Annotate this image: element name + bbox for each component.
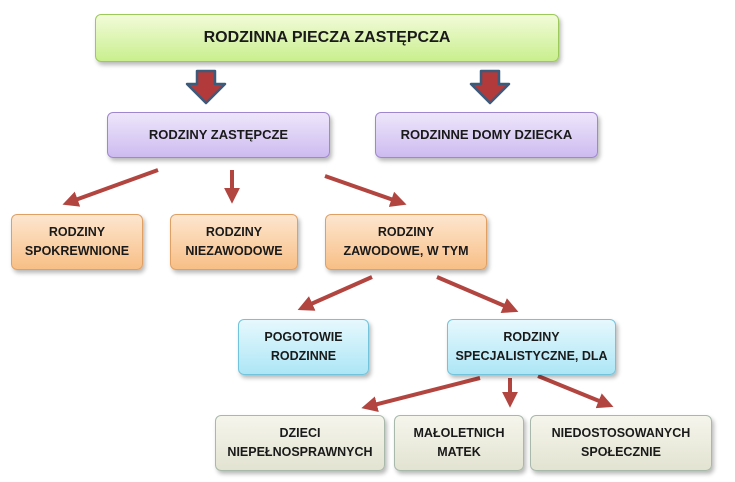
arrow-to-zawodowe xyxy=(324,174,407,207)
niedostosowanych-box: NIEDOSTOSOWANYCH SPOŁECZNIE xyxy=(530,415,712,471)
pogotowie-line2: RODZINNE xyxy=(270,349,337,363)
arrow-to-specjalistyczne xyxy=(436,275,519,313)
block-arrow-right xyxy=(469,69,511,105)
spokrewnione-line2: SPOKREWNIONE xyxy=(24,244,130,258)
spokrewnione-line1: RODZINY xyxy=(48,224,106,239)
maloletnich-box: MAŁOLETNICH MATEK xyxy=(394,415,524,471)
rodziny-zastepcze-label: RODZINY ZASTĘPCZE xyxy=(148,126,289,142)
pogotowie-line1: POGOTOWIE xyxy=(264,329,343,344)
arrow-to-niepelnosprawnych xyxy=(361,376,481,412)
maloletnich-line1: MAŁOLETNICH xyxy=(413,425,505,440)
niedostosowanych-line1: NIEDOSTOSOWANYCH xyxy=(551,425,691,440)
niepelnosprawnych-line1: DZIECI xyxy=(279,425,321,440)
specjalistyczne-line1: RODZINY xyxy=(503,329,560,344)
root-box: RODZINNA PIECZA ZASTĘPCZA xyxy=(95,14,559,62)
niezawodowe-line1: RODZINY xyxy=(205,224,263,239)
arrow-to-niedostosowanych xyxy=(537,374,614,409)
maloletnich-line2: MATEK xyxy=(437,445,481,459)
specjalistyczne-box: RODZINY SPECJALISTYCZNE, DLA xyxy=(447,319,616,375)
arrow-to-spokrewnione xyxy=(62,168,159,207)
niedostosowanych-line2: SPOŁECZNIE xyxy=(581,445,661,459)
rodzinne-domy-dziecka-label: RODZINNE DOMY DZIECKA xyxy=(400,126,573,142)
niezawodowe-line2: NIEZAWODOWE xyxy=(185,244,283,258)
niepelnosprawnych-line2: NIEPEŁNOSPRAWNYCH xyxy=(227,445,373,459)
arrow-to-pogotowie xyxy=(297,275,373,311)
specjalistyczne-line2: SPECJALISTYCZNE, DLA xyxy=(455,349,608,363)
block-arrow-left xyxy=(185,69,227,105)
niepelnosprawnych-box: DZIECI NIEPEŁNOSPRAWNYCH xyxy=(215,415,385,471)
zawodowe-line1: RODZINY xyxy=(377,224,435,239)
niezawodowe-box: RODZINY NIEZAWODOWE xyxy=(170,214,298,270)
zawodowe-line2: ZAWODOWE, W TYM xyxy=(343,244,469,258)
pogotowie-rodzinne-box: POGOTOWIE RODZINNE xyxy=(238,319,369,375)
spokrewnione-box: RODZINY SPOKREWNIONE xyxy=(11,214,143,270)
rodziny-zastepcze-box: RODZINY ZASTĘPCZE xyxy=(107,112,330,158)
rodzinne-domy-dziecka-box: RODZINNE DOMY DZIECKA xyxy=(375,112,598,158)
root-title: RODZINNA PIECZA ZASTĘPCZA xyxy=(203,28,451,46)
zawodowe-box: RODZINY ZAWODOWE, W TYM xyxy=(325,214,487,270)
